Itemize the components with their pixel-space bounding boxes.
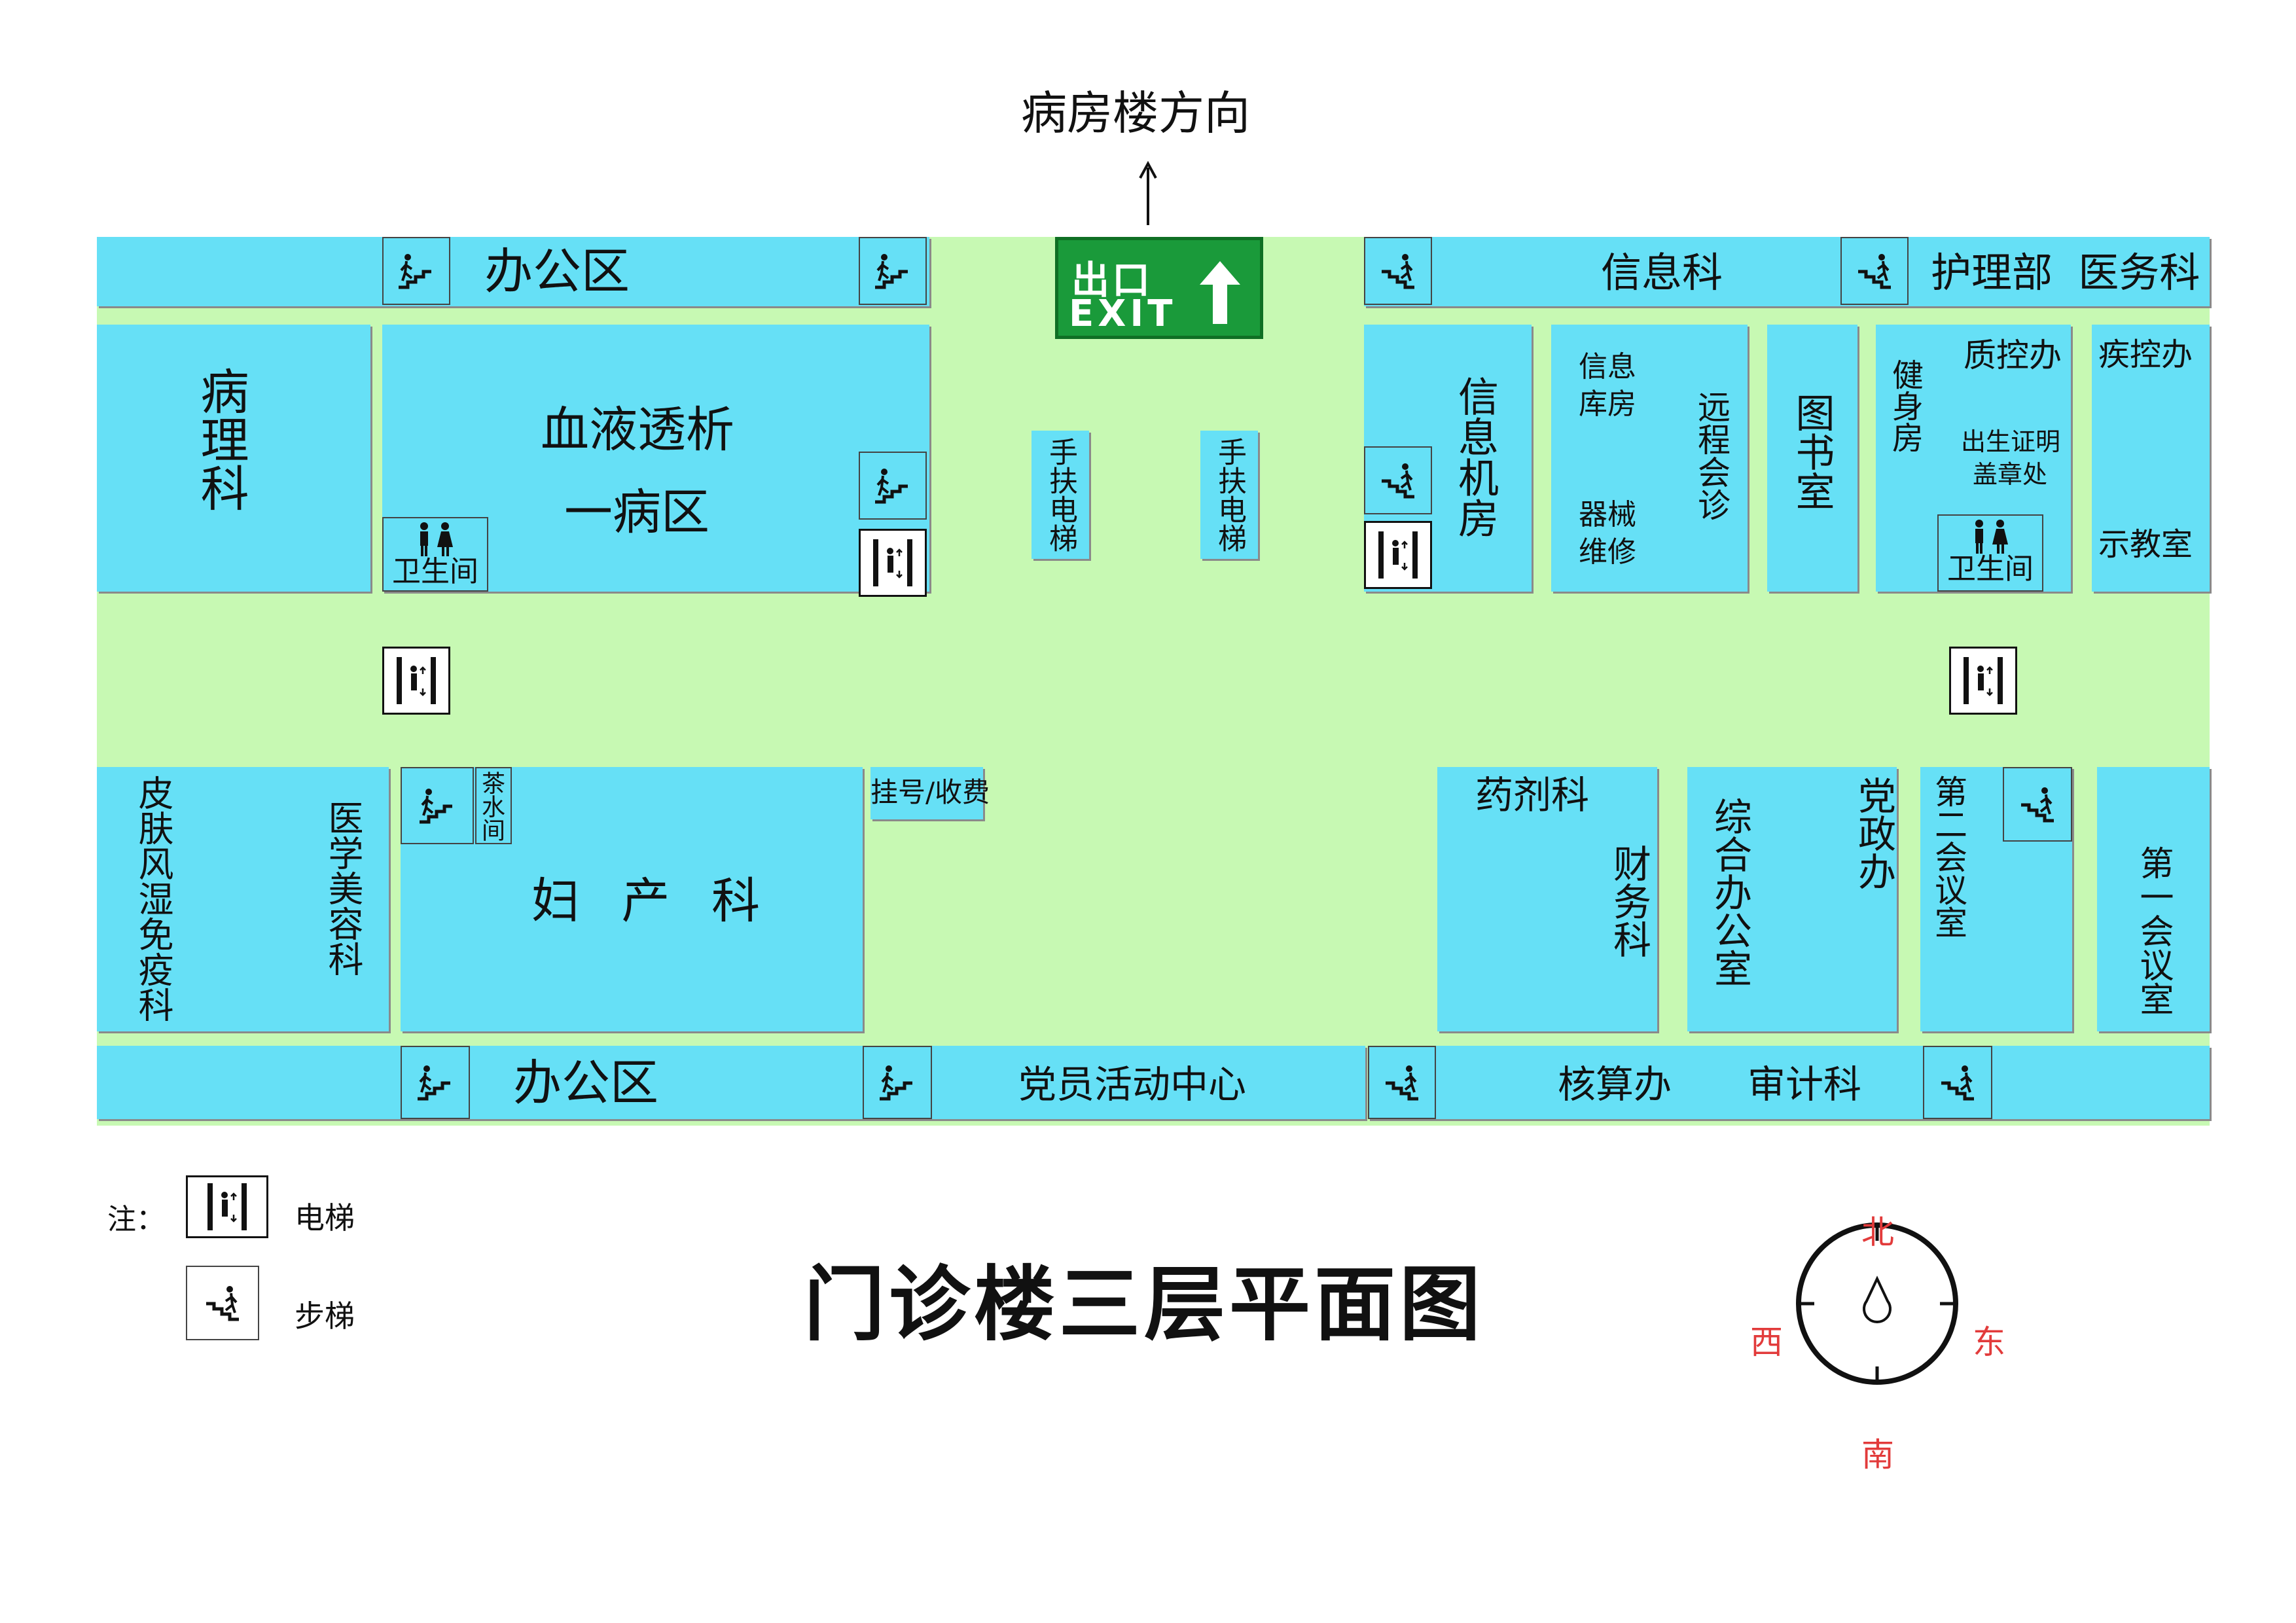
- stairs-icon[interactable]: [1840, 237, 1909, 305]
- label-disease-control: 疾控办: [2098, 336, 2193, 373]
- label-remote-consult: 远程会诊: [1693, 390, 1731, 521]
- room-meeting-1[interactable]: [2097, 767, 2210, 1031]
- label-demo-room: 示教室: [2098, 526, 2193, 563]
- room-accounting-audit[interactable]: [1368, 1046, 2210, 1119]
- label-finance: 财务科: [1607, 844, 1651, 958]
- stairs-icon[interactable]: [859, 452, 927, 520]
- label-escalator-1: 手扶电梯: [1044, 437, 1077, 552]
- legend-note: 注：: [107, 1203, 165, 1236]
- label-restroom-right: 卫生间: [1947, 552, 2034, 586]
- exit-sign: 出口 EXIT: [1055, 237, 1263, 339]
- room-general-office[interactable]: [1687, 767, 1897, 1031]
- label-obstetrics: 妇 产 科: [531, 873, 774, 929]
- exit-arrow-icon: [1200, 261, 1240, 324]
- exit-label-en: EXIT: [1069, 293, 1177, 335]
- stairs-icon[interactable]: [401, 1046, 470, 1119]
- room-info-dept[interactable]: [1364, 237, 2210, 306]
- restroom-icon[interactable]: 卫生间: [382, 517, 488, 592]
- label-repair: 器械维修: [1579, 498, 1636, 569]
- label-pharmacy: 药剂科: [1475, 773, 1590, 817]
- room-office-bottom-left[interactable]: [97, 1046, 1365, 1119]
- label-escalator-2: 手扶电梯: [1213, 437, 1246, 552]
- compass-south: 南: [1861, 1436, 1894, 1474]
- legend-stairs-label: 步梯: [295, 1298, 355, 1334]
- room-pathology[interactable]: [97, 325, 370, 592]
- elevator-icon[interactable]: [859, 529, 927, 597]
- compass-west: 西: [1750, 1323, 1783, 1361]
- stairs-icon[interactable]: [401, 767, 474, 844]
- elevator-icon[interactable]: [382, 647, 450, 715]
- restroom-icon[interactable]: 卫生间: [1937, 514, 2043, 592]
- stairs-icon[interactable]: [1364, 237, 1432, 305]
- label-tea-room: 茶水间: [478, 771, 505, 842]
- room-registration[interactable]: [870, 767, 983, 819]
- stairs-icon[interactable]: [2003, 767, 2072, 842]
- compass-icon: [1796, 1222, 1958, 1385]
- stairs-icon[interactable]: [1364, 446, 1432, 514]
- label-dialysis-line2: 一病区: [564, 484, 709, 541]
- stairs-icon[interactable]: [1368, 1046, 1436, 1119]
- room-dermatology-cosmetic[interactable]: [97, 767, 389, 1031]
- north-arrow-icon: [1139, 161, 1157, 225]
- label-office-bottom-left: 办公区: [513, 1055, 658, 1111]
- label-office-top-left: 办公区: [484, 243, 630, 300]
- direction-label: 病房楼方向: [1021, 86, 1250, 140]
- label-audit: 审计科: [1748, 1062, 1862, 1107]
- map-title: 门诊楼三层平面图: [804, 1258, 1485, 1352]
- label-meeting-1: 第一会议室: [2134, 846, 2173, 1016]
- label-seal-office: 盖章处: [1973, 460, 2048, 489]
- elevator-icon: [186, 1175, 268, 1238]
- label-library: 图书室: [1789, 393, 1835, 510]
- room-office-top-left[interactable]: [97, 237, 929, 306]
- stairs-icon[interactable]: [382, 237, 450, 305]
- room-library[interactable]: [1767, 325, 1857, 592]
- room-escalator-1[interactable]: [1031, 431, 1089, 559]
- exit-label-cn: 出口: [1071, 258, 1153, 302]
- elevator-icon[interactable]: [1364, 521, 1432, 589]
- label-info-storage: 信息库房: [1579, 350, 1636, 421]
- label-registration: 挂号/收费: [870, 776, 990, 808]
- label-birth-cert: 出生证明: [1961, 427, 2061, 456]
- room-tea[interactable]: [475, 767, 512, 844]
- legend-elevator-label: 电梯: [295, 1200, 355, 1236]
- compass-east: 东: [1973, 1323, 2005, 1361]
- stairs-icon: [186, 1266, 259, 1340]
- stairs-icon[interactable]: [1923, 1046, 1992, 1119]
- label-meeting-2: 第二会议室: [1929, 775, 1967, 938]
- label-general-office: 综合办公室: [1708, 797, 1752, 987]
- label-nursing-medical: 护理部 医务科: [1931, 249, 2200, 296]
- compass-north: 北: [1861, 1213, 1894, 1251]
- room-pharmacy-finance[interactable]: [1437, 767, 1657, 1031]
- label-party-center: 党员活动中心: [1018, 1062, 1247, 1107]
- label-restroom-left: 卫生间: [392, 555, 478, 588]
- stairs-icon[interactable]: [859, 237, 927, 305]
- label-info-dept: 信息科: [1601, 249, 1723, 296]
- label-info-machine: 信息机房: [1451, 376, 1499, 538]
- stairs-icon[interactable]: [863, 1046, 932, 1119]
- label-cosmetic: 医学美容科: [322, 800, 363, 976]
- label-dialysis-line1: 血液透析: [541, 402, 734, 458]
- room-disease-control[interactable]: [2092, 325, 2210, 592]
- label-party-office: 党政办: [1852, 776, 1896, 890]
- label-pathology: 病理科: [192, 366, 249, 512]
- elevator-icon[interactable]: [1949, 647, 2017, 715]
- room-info-storage-repair[interactable]: [1551, 325, 1748, 592]
- label-gym: 健身房: [1886, 359, 1923, 453]
- label-accounting: 核算办: [1558, 1062, 1672, 1107]
- label-quality-control: 质控办: [1964, 336, 2062, 374]
- label-dermatology: 皮肤风湿免疫科: [132, 775, 173, 1022]
- room-escalator-2[interactable]: [1200, 431, 1258, 559]
